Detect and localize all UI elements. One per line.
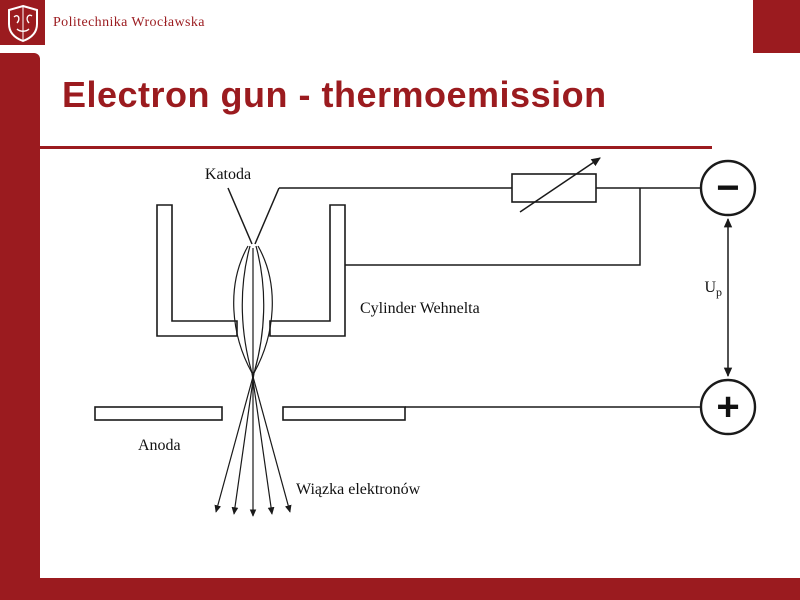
top-right-corner-decoration (753, 0, 800, 53)
anode-label: Anoda (138, 437, 181, 454)
plus-terminal-circle (699, 378, 757, 436)
crest-icon (7, 4, 38, 42)
wehnelt-cylinder-left (156, 204, 238, 337)
voltage-subscript: p (716, 285, 722, 299)
university-name: Politechnika Wrocławska (53, 14, 205, 30)
slide-title: Electron gun - thermoemission (62, 74, 607, 115)
title-underline (40, 146, 712, 149)
university-logo (0, 0, 45, 45)
anode-plate-left (94, 406, 223, 421)
beam-ray-4 (231, 245, 265, 515)
anode-plate-right (282, 406, 406, 421)
cathode-filament (227, 187, 280, 245)
bottom-border-bar (0, 578, 800, 600)
wehnelt-cylinder-right (269, 204, 346, 337)
beam-ray-5 (214, 245, 273, 513)
wire-to-wehnelt (345, 188, 641, 266)
voltage-label: Up (704, 279, 722, 299)
cathode-label: Katoda (205, 166, 251, 183)
electron-beam-label: Wiązka elektronów (296, 481, 421, 498)
beam-ray-2 (241, 245, 275, 515)
plus-sign: + (716, 385, 739, 429)
wehnelt-label: Cylinder Wehnelta (360, 300, 480, 317)
variable-resistor-body (511, 173, 597, 203)
beam-ray-1 (233, 245, 292, 513)
variable-resistor-arrow (519, 157, 601, 213)
minus-terminal-circle (699, 159, 757, 217)
minus-sign: − (716, 166, 739, 210)
left-border-bar (0, 53, 40, 600)
voltage-symbol: U (704, 279, 716, 296)
